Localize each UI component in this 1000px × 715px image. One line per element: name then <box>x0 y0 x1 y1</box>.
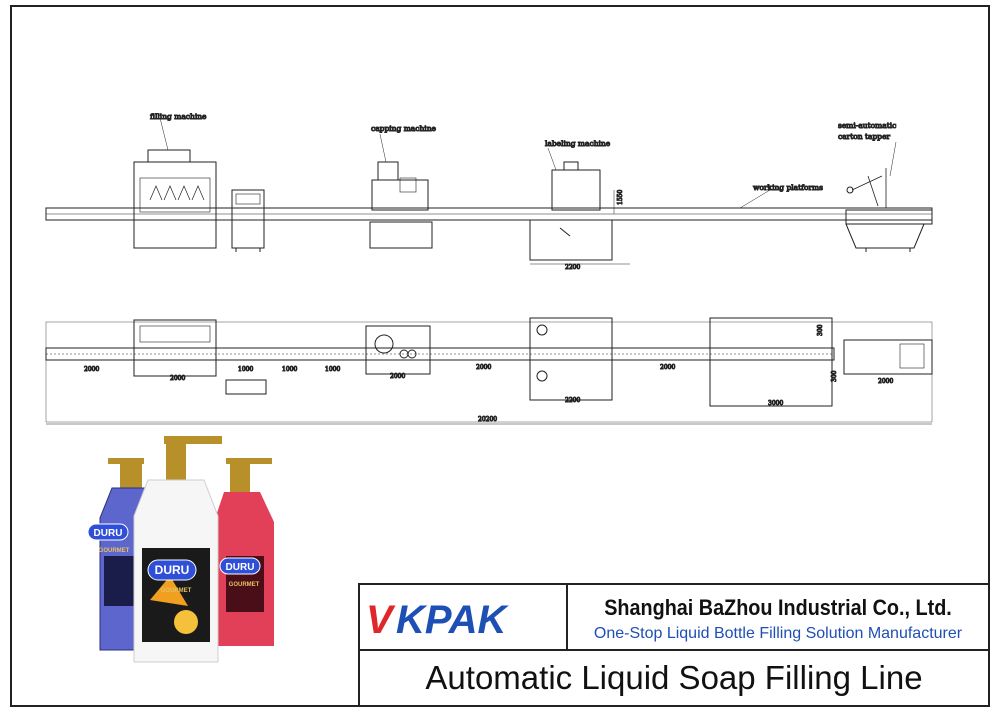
company-name: Shanghai BaZhou Industrial Co., Ltd. <box>604 595 952 620</box>
label-filling-machine: filling machine <box>150 112 207 121</box>
labeling-machine <box>529 147 630 265</box>
sub-brand-left: GOURMET <box>99 548 130 554</box>
dim-tapper-top: 300 <box>817 324 824 336</box>
bottle-red <box>214 458 274 646</box>
dim-labeler-height: 1550 <box>617 190 624 205</box>
label-carton-tapper-2: carton tapper <box>838 132 891 141</box>
carton-tapper <box>845 141 933 252</box>
sub-brand-right: GOURMET <box>229 582 260 588</box>
duru-badges <box>87 523 261 581</box>
filling-machine <box>133 117 217 249</box>
label-working-platforms: working platforms <box>753 183 823 192</box>
label-capping-machine: capping machine <box>371 124 437 133</box>
dim-total: 20200 <box>478 416 497 423</box>
dim-capper: 2000 <box>390 373 405 380</box>
dim-labeler-width: 2200 <box>565 264 580 271</box>
brand-center: DURU <box>155 563 190 577</box>
dim-filler: 2000 <box>170 375 185 382</box>
sub-brand-center: GOURMET <box>161 588 192 594</box>
dim-seg2: 2000 <box>476 364 491 371</box>
plan-tapper <box>843 339 933 375</box>
company-cell: Shanghai BaZhou Industrial Co., Ltd. One… <box>568 585 988 651</box>
dim-gap1: 1000 <box>238 366 253 373</box>
brand-left: DURU <box>94 528 123 539</box>
plan-labeler <box>529 317 613 401</box>
dim-gap3: 1000 <box>325 366 340 373</box>
logo-kpak: KPAK <box>396 598 509 642</box>
logo-v: V <box>366 598 396 642</box>
label-labeling-machine: labeling machine <box>545 139 611 148</box>
plan-cabinet <box>225 379 267 395</box>
dim-seg1: 2000 <box>84 366 99 373</box>
dim-tapper-bottom: 300 <box>831 370 838 382</box>
bottle-white <box>133 436 222 663</box>
dim-labeler: 2200 <box>565 397 580 404</box>
dim-tapper-table: 3000 <box>768 400 783 407</box>
line-title: Automatic Liquid Soap Filling Line <box>425 659 923 696</box>
capping-machine <box>369 133 433 249</box>
control-cabinet <box>231 189 265 252</box>
vkpak-logo: V KPAK <box>366 598 509 642</box>
company-tagline: One-Stop Liquid Bottle Filling Solution … <box>593 625 963 642</box>
logo-cell: V KPAK <box>360 585 568 651</box>
side-view: filling machine capping machine labelin <box>45 112 933 272</box>
plan-tapper-table <box>709 317 833 407</box>
plan-filler <box>133 319 217 377</box>
plan-view <box>45 317 933 425</box>
dim-seg3: 2000 <box>660 364 675 371</box>
brand-right: DURU <box>226 562 255 573</box>
dim-tail: 2000 <box>878 378 893 385</box>
plan-capper <box>365 325 431 375</box>
title-block: V KPAK Shanghai BaZhou Industrial Co., L… <box>358 583 990 707</box>
dim-gap2: 1000 <box>282 366 297 373</box>
label-carton-tapper-1: semi-automatic <box>838 121 896 130</box>
